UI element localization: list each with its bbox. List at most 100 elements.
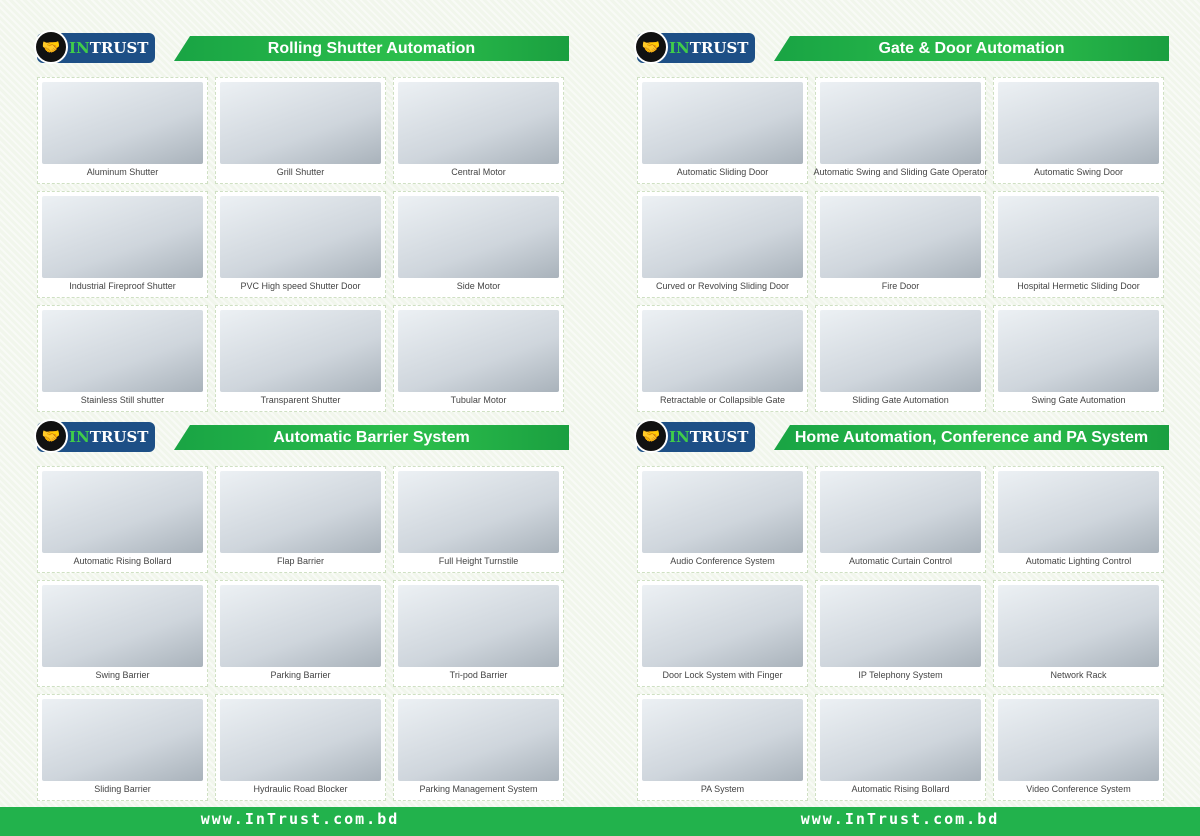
product-label: Aluminum Shutter <box>86 167 159 177</box>
product-image <box>398 196 559 278</box>
footer: www.InTrust.com.bd www.InTrust.com.bd <box>0 807 1200 836</box>
product-card[interactable]: Automatic Rising Bollard <box>815 694 986 801</box>
product-label: Automatic Sliding Door <box>676 167 769 177</box>
product-card[interactable]: Parking Barrier <box>215 580 386 687</box>
product-card[interactable]: Fire Door <box>815 191 986 298</box>
product-card[interactable]: Stainless Still shutter <box>37 305 208 412</box>
product-label: Automatic Swing Door <box>1033 167 1124 177</box>
product-label: Side Motor <box>456 281 501 291</box>
product-card[interactable]: IP Telephony System <box>815 580 986 687</box>
product-label: Automatic Lighting Control <box>1025 556 1132 566</box>
product-label: Automatic Rising Bollard <box>73 556 172 566</box>
product-card[interactable]: Automatic Swing Door <box>993 77 1164 184</box>
product-image <box>642 699 803 781</box>
product-image <box>220 82 381 164</box>
product-card[interactable]: Hydraulic Road Blocker <box>215 694 386 801</box>
product-card[interactable]: Full Height Turnstile <box>393 466 564 573</box>
product-image <box>642 196 803 278</box>
product-image <box>42 585 203 667</box>
product-image <box>220 310 381 392</box>
product-image <box>42 699 203 781</box>
product-card[interactable]: Parking Management System <box>393 694 564 801</box>
product-image <box>42 471 203 553</box>
product-label: Fire Door <box>881 281 920 291</box>
product-image <box>220 699 381 781</box>
product-card[interactable]: Network Rack <box>993 580 1164 687</box>
product-label: IP Telephony System <box>858 670 943 680</box>
product-card[interactable]: Hospital Hermetic Sliding Door <box>993 191 1164 298</box>
product-card[interactable]: Door Lock System with Finger <box>637 580 808 687</box>
product-label: Tubular Motor <box>450 395 507 405</box>
product-card[interactable]: Tubular Motor <box>393 305 564 412</box>
product-card[interactable]: Industrial Fireproof Shutter <box>37 191 208 298</box>
product-card[interactable]: Transparent Shutter <box>215 305 386 412</box>
product-image <box>42 82 203 164</box>
website-link-left[interactable]: www.InTrust.com.bd <box>200 810 400 828</box>
product-image <box>398 310 559 392</box>
product-label: Door Lock System with Finger <box>662 670 783 680</box>
product-card[interactable]: Aluminum Shutter <box>37 77 208 184</box>
section-title: Automatic Barrier System <box>174 425 569 450</box>
product-card[interactable]: Sliding Gate Automation <box>815 305 986 412</box>
handshake-icon: 🤝 <box>34 419 68 453</box>
product-card[interactable]: Automatic Swing and Sliding Gate Operato… <box>813 77 988 184</box>
product-card[interactable]: Automatic Sliding Door <box>637 77 808 184</box>
website-link-right[interactable]: www.InTrust.com.bd <box>800 810 1000 828</box>
product-image <box>398 82 559 164</box>
product-image <box>998 82 1159 164</box>
product-card[interactable]: Side Motor <box>393 191 564 298</box>
product-image <box>820 196 981 278</box>
product-card[interactable]: Swing Gate Automation <box>993 305 1164 412</box>
product-label: Parking Barrier <box>270 670 331 680</box>
product-label: Sliding Barrier <box>94 784 151 794</box>
product-label: Automatic Curtain Control <box>848 556 953 566</box>
handshake-icon: 🤝 <box>34 30 68 64</box>
product-label: Industrial Fireproof Shutter <box>69 281 176 291</box>
product-label: Flap Barrier <box>276 556 324 566</box>
product-card[interactable]: Grill Shutter <box>215 77 386 184</box>
product-image <box>42 310 203 392</box>
product-card[interactable]: Retractable or Collapsible Gate <box>637 305 808 412</box>
product-image <box>998 585 1159 667</box>
product-image <box>998 196 1159 278</box>
product-image <box>642 310 803 392</box>
product-label: Video Conference System <box>1026 784 1131 794</box>
product-image <box>820 699 981 781</box>
product-card[interactable]: Audio Conference System <box>637 466 808 573</box>
product-label: Swing Barrier <box>95 670 150 680</box>
product-card[interactable]: Automatic Rising Bollard <box>37 466 208 573</box>
product-card[interactable]: Automatic Curtain Control <box>815 466 986 573</box>
product-image <box>398 471 559 553</box>
product-label: Parking Management System <box>419 784 538 794</box>
product-image <box>220 196 381 278</box>
product-card[interactable]: Tri-pod Barrier <box>393 580 564 687</box>
product-image <box>398 585 559 667</box>
product-card[interactable]: Central Motor <box>393 77 564 184</box>
product-image <box>820 585 981 667</box>
product-card[interactable]: PA System <box>637 694 808 801</box>
product-image <box>820 82 981 164</box>
product-card[interactable]: Swing Barrier <box>37 580 208 687</box>
product-card[interactable]: Sliding Barrier <box>37 694 208 801</box>
product-image <box>820 471 981 553</box>
product-card[interactable]: Flap Barrier <box>215 466 386 573</box>
product-card[interactable]: Video Conference System <box>993 694 1164 801</box>
product-image <box>42 196 203 278</box>
product-label: Sliding Gate Automation <box>852 395 949 405</box>
product-card[interactable]: PVC High speed Shutter Door <box>215 191 386 298</box>
product-image <box>998 310 1159 392</box>
product-card[interactable]: Curved or Revolving Sliding Door <box>637 191 808 298</box>
product-card[interactable]: Automatic Lighting Control <box>993 466 1164 573</box>
product-grid: Automatic Rising Bollard Flap Barrier Full… <box>37 466 565 801</box>
